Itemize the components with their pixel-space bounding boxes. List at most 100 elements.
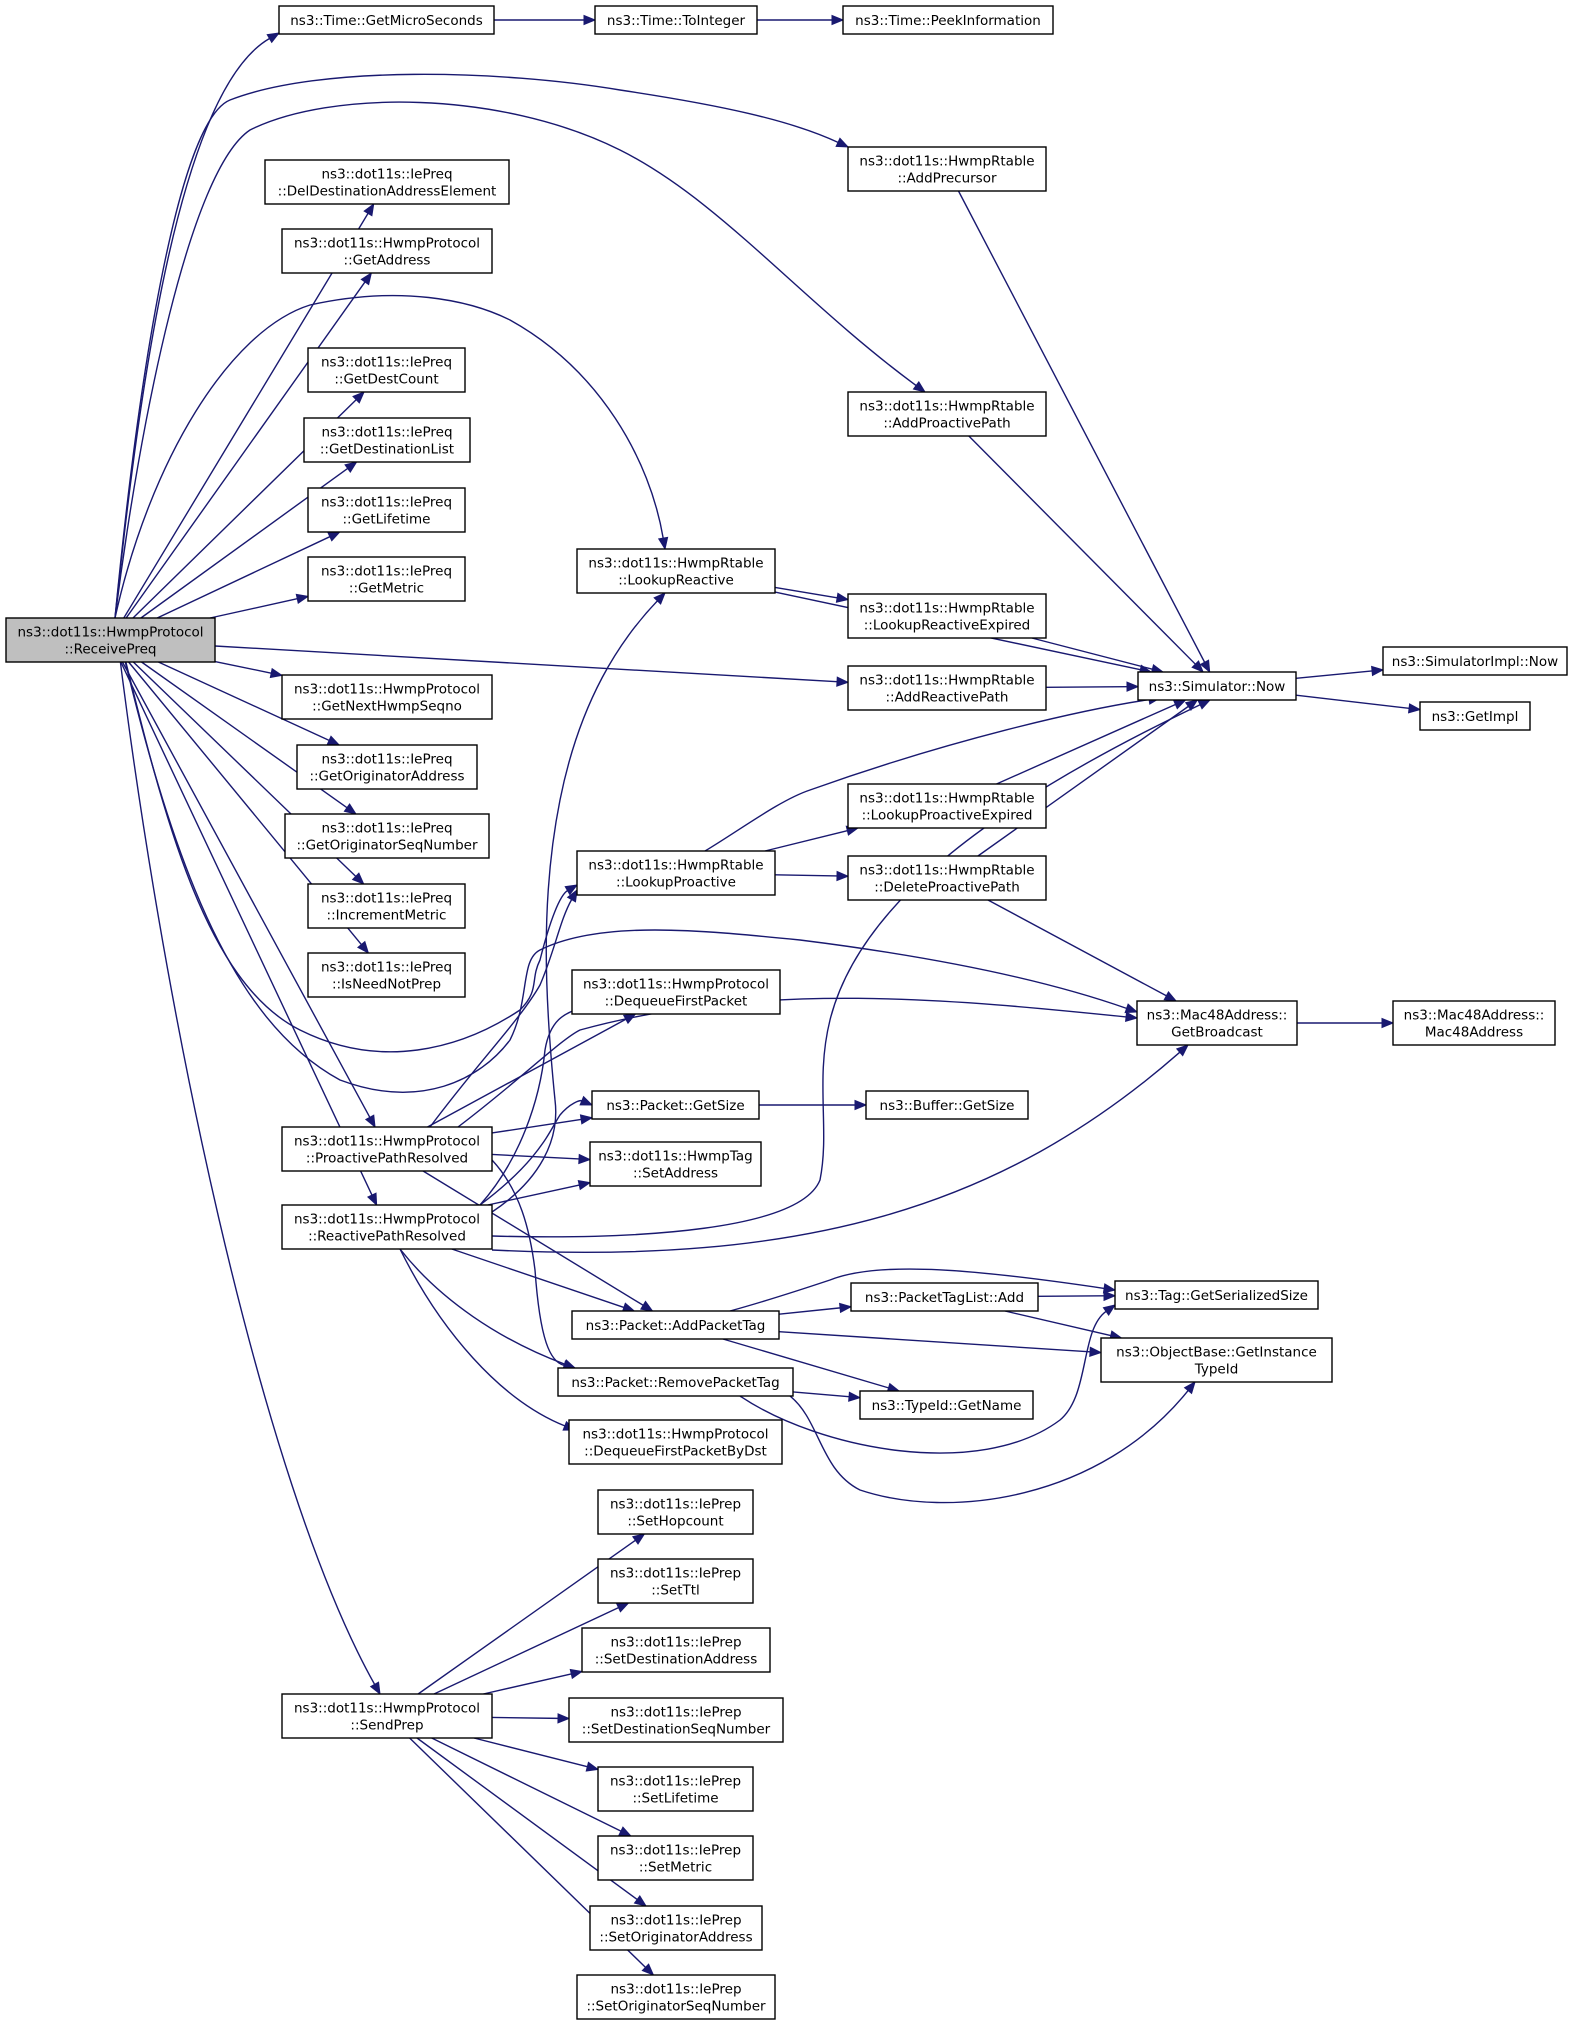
node-box[interactable] <box>1382 646 1568 676</box>
node-addreactive[interactable]: ns3::dot11s::HwmpRtable::AddReactivePath <box>847 665 1047 711</box>
node-box[interactable] <box>571 969 781 1015</box>
node-box[interactable] <box>576 850 776 896</box>
node-dequeuebydst[interactable]: ns3::dot11s::HwmpProtocol::DequeueFirstP… <box>568 1419 783 1465</box>
node-getmetric[interactable]: ns3::dot11s::IePreq::GetMetric <box>307 556 466 602</box>
node-setmetric[interactable]: ns3::dot11s::IePrep::SetMetric <box>597 1835 754 1881</box>
node-box[interactable] <box>847 593 1047 639</box>
node-box[interactable] <box>589 1905 763 1951</box>
node-sendprep[interactable]: ns3::dot11s::HwmpProtocol::SendPrep <box>281 1693 493 1739</box>
node-addpackettag[interactable]: ns3::Packet::AddPacketTag <box>571 1310 780 1340</box>
node-getbroadcast[interactable]: ns3::Mac48Address::GetBroadcast <box>1136 1000 1298 1046</box>
node-box[interactable] <box>576 1974 776 2020</box>
node-setttl[interactable]: ns3::dot11s::IePrep::SetTtl <box>597 1558 754 1604</box>
node-box[interactable] <box>597 1489 754 1535</box>
node-box[interactable] <box>597 1558 754 1604</box>
node-box[interactable] <box>307 347 466 393</box>
node-box[interactable] <box>1114 1280 1319 1310</box>
node-setdestaddr[interactable]: ns3::dot11s::IePrep::SetDestinationAddre… <box>581 1627 771 1673</box>
node-getorigseq[interactable]: ns3::dot11s::IePreq::GetOriginatorSeqNum… <box>284 813 490 859</box>
node-dequeuefirst[interactable]: ns3::dot11s::HwmpProtocol::DequeueFirstP… <box>571 969 781 1015</box>
node-setorigaddr[interactable]: ns3::dot11s::IePrep::SetOriginatorAddres… <box>589 1905 763 1951</box>
node-box[interactable] <box>847 783 1047 829</box>
node-box[interactable] <box>284 813 490 859</box>
node-box[interactable] <box>1392 1000 1556 1046</box>
node-addprecursor[interactable]: ns3::dot11s::HwmpRtable::AddPrecursor <box>847 146 1047 192</box>
node-isneednot[interactable]: ns3::dot11s::IePreq::IsNeedNotPrep <box>307 952 466 998</box>
node-lookupreactive[interactable]: ns3::dot11s::HwmpRtable::LookupReactive <box>576 548 776 594</box>
node-box[interactable] <box>264 159 510 205</box>
node-box[interactable] <box>581 1627 771 1673</box>
node-box[interactable] <box>307 556 466 602</box>
node-box[interactable] <box>850 1282 1039 1312</box>
node-box[interactable] <box>865 1090 1029 1120</box>
node-box[interactable] <box>847 665 1047 711</box>
node-box[interactable] <box>847 146 1047 192</box>
node-deldest[interactable]: ns3::dot11s::IePreq::DelDestinationAddre… <box>264 159 510 205</box>
node-box[interactable] <box>1419 701 1531 731</box>
node-lookupproactiveexp[interactable]: ns3::dot11s::HwmpRtable::LookupProactive… <box>847 783 1047 829</box>
node-box[interactable] <box>281 1693 493 1739</box>
node-box[interactable] <box>847 855 1047 901</box>
node-lookupreactiveexp[interactable]: ns3::dot11s::HwmpRtable::LookupReactiveE… <box>847 593 1047 639</box>
node-box[interactable] <box>5 617 216 663</box>
node-box[interactable] <box>303 417 471 463</box>
node-box[interactable] <box>594 5 758 35</box>
node-box[interactable] <box>281 1204 493 1250</box>
node-box[interactable] <box>859 1390 1034 1420</box>
node-box[interactable] <box>568 1697 784 1743</box>
node-sethopcount[interactable]: ns3::dot11s::IePrep::SetHopcount <box>597 1489 754 1535</box>
node-box[interactable] <box>571 1310 780 1340</box>
node-box[interactable] <box>568 1419 783 1465</box>
node-setdestseq[interactable]: ns3::dot11s::IePrep::SetDestinationSeqNu… <box>568 1697 784 1743</box>
node-box[interactable] <box>842 5 1054 35</box>
node-buffergetsize[interactable]: ns3::Buffer::GetSize <box>865 1090 1029 1120</box>
node-box[interactable] <box>557 1367 794 1397</box>
node-simnow[interactable]: ns3::Simulator::Now <box>1137 671 1297 701</box>
node-deleteproactive[interactable]: ns3::dot11s::HwmpRtable::DeleteProactive… <box>847 855 1047 901</box>
node-box[interactable] <box>1137 671 1297 701</box>
node-addproactive[interactable]: ns3::dot11s::HwmpRtable::AddProactivePat… <box>847 391 1047 437</box>
node-box[interactable] <box>589 1141 762 1187</box>
node-incmetric[interactable]: ns3::dot11s::IePreq::IncrementMetric <box>307 883 466 929</box>
node-box[interactable] <box>281 1126 493 1172</box>
node-proactiveresolved[interactable]: ns3::dot11s::HwmpProtocol::ProactivePath… <box>281 1126 493 1172</box>
node-getaddress[interactable]: ns3::dot11s::HwmpProtocol::GetAddress <box>281 228 493 274</box>
node-packettaglistadd[interactable]: ns3::PacketTagList::Add <box>850 1282 1039 1312</box>
node-getdestlist[interactable]: ns3::dot11s::IePreq::GetDestinationList <box>303 417 471 463</box>
node-getorigaddr[interactable]: ns3::dot11s::IePreq::GetOriginatorAddres… <box>296 744 478 790</box>
node-getimpl[interactable]: ns3::GetImpl <box>1419 701 1531 731</box>
node-box[interactable] <box>278 5 495 35</box>
node-hwmptagsetaddr[interactable]: ns3::dot11s::HwmpTag::SetAddress <box>589 1141 762 1187</box>
node-taggetserialized[interactable]: ns3::Tag::GetSerializedSize <box>1114 1280 1319 1310</box>
node-box[interactable] <box>847 391 1047 437</box>
node-peekinfo[interactable]: ns3::Time::PeekInformation <box>842 5 1054 35</box>
node-box[interactable] <box>591 1090 760 1120</box>
node-lookupproactive[interactable]: ns3::dot11s::HwmpRtable::LookupProactive <box>576 850 776 896</box>
node-box[interactable] <box>307 952 466 998</box>
node-box[interactable] <box>307 883 466 929</box>
node-box[interactable] <box>1136 1000 1298 1046</box>
node-typeidgetname[interactable]: ns3::TypeId::GetName <box>859 1390 1034 1420</box>
node-box[interactable] <box>296 744 478 790</box>
node-box[interactable] <box>307 487 466 533</box>
node-root[interactable]: ns3::dot11s::HwmpProtocol::ReceivePreq <box>5 617 216 663</box>
node-reactiveresolved[interactable]: ns3::dot11s::HwmpProtocol::ReactivePathR… <box>281 1204 493 1250</box>
node-pktgetsize[interactable]: ns3::Packet::GetSize <box>591 1090 760 1120</box>
node-getlifetime[interactable]: ns3::dot11s::IePreq::GetLifetime <box>307 487 466 533</box>
node-getnexthwmp[interactable]: ns3::dot11s::HwmpProtocol::GetNextHwmpSe… <box>281 674 493 720</box>
node-box[interactable] <box>576 548 776 594</box>
node-simimplnow[interactable]: ns3::SimulatorImpl::Now <box>1382 646 1568 676</box>
node-box[interactable] <box>281 674 493 720</box>
node-removepackettag[interactable]: ns3::Packet::RemovePacketTag <box>557 1367 794 1397</box>
node-box[interactable] <box>597 1766 754 1812</box>
node-setorigseq[interactable]: ns3::dot11s::IePrep::SetOriginatorSeqNum… <box>576 1974 776 2020</box>
node-mac48[interactable]: ns3::Mac48Address::Mac48Address <box>1392 1000 1556 1046</box>
node-box[interactable] <box>281 228 493 274</box>
node-box[interactable] <box>597 1835 754 1881</box>
node-getdestcount[interactable]: ns3::dot11s::IePreq::GetDestCount <box>307 347 466 393</box>
node-getmicro[interactable]: ns3::Time::GetMicroSeconds <box>278 5 495 35</box>
node-tointeger[interactable]: ns3::Time::ToInteger <box>594 5 758 35</box>
node-setlifetime[interactable]: ns3::dot11s::IePrep::SetLifetime <box>597 1766 754 1812</box>
node-box[interactable] <box>1100 1337 1333 1383</box>
